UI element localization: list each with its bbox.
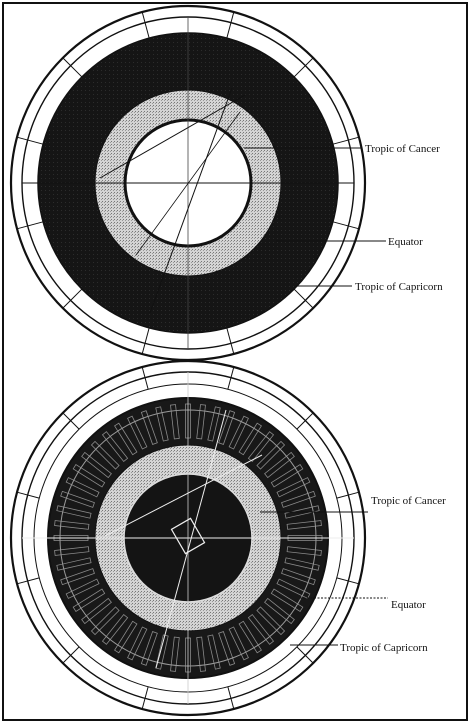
bottom-label-equator: Equator: [391, 599, 426, 611]
bottom-radial-slot: [114, 422, 138, 456]
bottom-radial-slot: [284, 557, 320, 571]
bottom-rim-tick: [336, 491, 360, 499]
bottom-rim-tick: [141, 366, 149, 390]
bottom-radial-slot: [56, 557, 92, 571]
bottom-radial-slot: [284, 505, 320, 519]
bottom-rim-tick: [227, 686, 235, 710]
top-rim-tick: [16, 221, 44, 230]
bottom-rim-tick: [336, 577, 360, 585]
bottom-radial-slot: [270, 464, 304, 488]
bottom-center-gnomon: [170, 517, 206, 555]
bottom-radial-slot: [72, 464, 106, 488]
top-label-equator: Equator: [388, 236, 423, 248]
bottom-radial-slot: [247, 614, 275, 645]
bottom-radial-slot: [81, 597, 112, 625]
bottom-radial-slot: [207, 634, 221, 670]
bottom-radial-slot: [81, 451, 112, 479]
bottom-rim-tick: [16, 577, 40, 585]
bottom-rim-tick: [62, 646, 80, 664]
bottom-radial-slot: [101, 431, 129, 462]
bottom-radial-slot: [101, 614, 129, 645]
top-rim-tick: [16, 136, 44, 145]
top-rim-tick: [62, 288, 83, 309]
bottom-radial-slot: [207, 406, 221, 442]
bottom-radial-slot: [228, 415, 249, 450]
bottom-radial-slot: [264, 451, 295, 479]
bottom-radial-slot: [54, 520, 90, 530]
bottom-radial-slot: [286, 546, 322, 556]
bottom-radial-slot: [65, 477, 100, 498]
bottom-rim-tick: [141, 686, 149, 710]
top-diagonal-line-c: [135, 111, 241, 256]
bottom-radial-slot: [276, 477, 311, 498]
top-diagonal-line-a: [149, 87, 233, 314]
bottom-radial-slot: [140, 631, 158, 666]
bottom-radial-slot: [247, 431, 275, 462]
bottom-radial-slot: [256, 440, 286, 470]
top-rim-tick: [332, 136, 360, 145]
bottom-radial-slot: [90, 606, 120, 636]
bottom-radial-slot: [281, 568, 316, 586]
bottom-radial-slot: [238, 422, 262, 456]
bottom-rim-tick: [296, 412, 314, 430]
top-rim-ticks: [16, 11, 360, 355]
top-label-tropic-of-capricorn: Tropic of Capricorn: [355, 281, 443, 293]
bottom-radial-slot: [256, 606, 286, 636]
bottom-radial-slot: [127, 415, 148, 450]
bottom-radial-slot: [72, 588, 106, 612]
bottom-radial-slot: [196, 636, 206, 672]
top-diagonal-line-b: [99, 94, 246, 179]
top-disc: Tropic of Cancer Equator Tropic of Capri…: [9, 4, 443, 362]
bottom-radial-slot: [286, 520, 322, 530]
top-rim-tick: [332, 221, 360, 230]
top-rim-tick: [141, 327, 150, 355]
bottom-radial-slot: [155, 406, 169, 442]
bottom-radial-slot: [60, 568, 95, 586]
bottom-radial-slot: [140, 410, 158, 445]
bottom-diagonal-line-b: [104, 454, 263, 537]
top-rim-tick: [141, 11, 150, 39]
bottom-rim-tick: [227, 366, 235, 390]
bottom-radial-slots: [53, 403, 323, 673]
bottom-disc: Tropic of Cancer Equator Tropic of Capri…: [9, 359, 446, 717]
bottom-radial-slot: [65, 578, 100, 599]
bottom-radial-slot: [264, 597, 295, 625]
bottom-radial-slot: [238, 620, 262, 654]
bottom-radial-slot: [170, 636, 180, 672]
bottom-radial-slot: [54, 546, 90, 556]
bottom-radial-slot: [218, 410, 236, 445]
bottom-rim-tick: [62, 412, 80, 430]
bottom-radial-slot: [170, 404, 180, 440]
bottom-radial-slot: [114, 620, 138, 654]
bottom-radial-slot: [276, 578, 311, 599]
bottom-radial-slot: [127, 626, 148, 661]
bottom-radial-slot: [270, 588, 304, 612]
bottom-radial-slot: [228, 626, 249, 661]
top-rim-tick: [226, 11, 235, 39]
bottom-radial-slot: [60, 490, 95, 508]
bottom-rim-tick: [296, 646, 314, 664]
top-rim-tick: [293, 57, 314, 78]
top-rim-tick: [293, 288, 314, 309]
bottom-rim-tick: [16, 491, 40, 499]
bottom-radial-slot: [218, 631, 236, 666]
bottom-rim-ticks: [16, 366, 360, 710]
bottom-radial-slot: [90, 440, 120, 470]
top-rim-tick: [226, 327, 235, 355]
bottom-radial-slot: [281, 490, 316, 508]
bottom-radial-slot: [155, 634, 169, 670]
top-label-tropic-of-cancer: Tropic of Cancer: [365, 143, 440, 155]
bottom-radial-slot: [56, 505, 92, 519]
bottom-label-tropic-of-cancer: Tropic of Cancer: [371, 495, 446, 507]
top-rim-tick: [62, 57, 83, 78]
bottom-radial-slot: [196, 404, 206, 440]
bottom-diagonal-line-a: [155, 409, 227, 669]
bottom-label-tropic-of-capricorn: Tropic of Capricorn: [340, 642, 428, 654]
